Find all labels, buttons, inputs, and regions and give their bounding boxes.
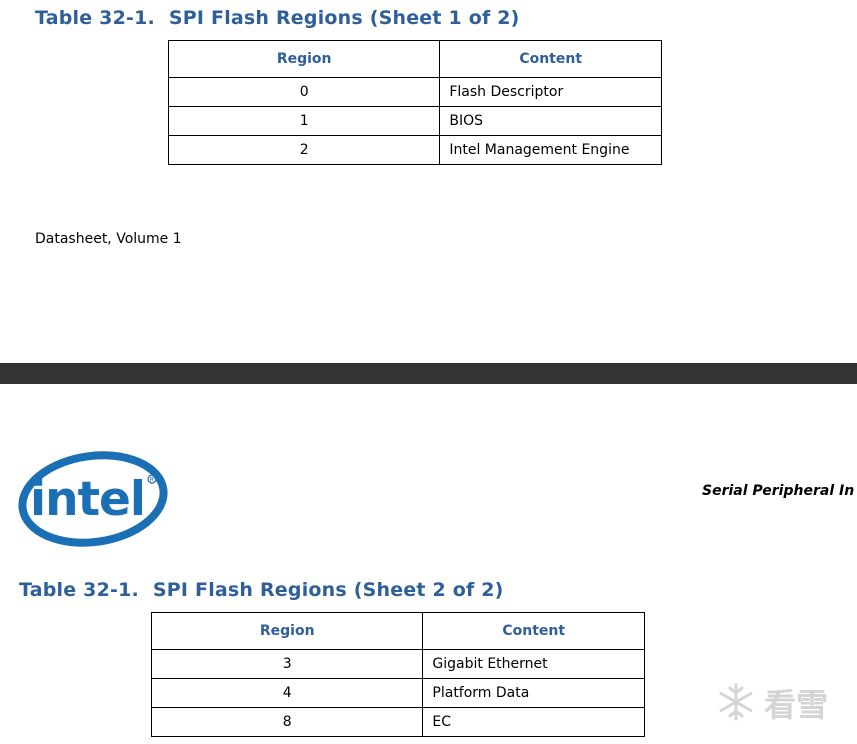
table-row: 0 Flash Descriptor <box>167 77 662 107</box>
table-caption: SPI Flash Regions (Sheet 2 of 2) <box>152 579 504 601</box>
region-cell: 1 <box>167 106 441 136</box>
table-row: 3 Gigabit Ethernet <box>150 649 645 679</box>
spi-flash-regions-table-sheet2: Region Content 3 Gigabit Ethernet 4 Plat… <box>150 612 645 737</box>
table-title-sheet1: Table 32-1. SPI Flash Regions (Sheet 1 of… <box>35 7 520 29</box>
content-cell: BIOS <box>439 106 662 136</box>
region-cell: 0 <box>167 77 441 107</box>
column-header-region: Region <box>150 612 424 650</box>
svg-text:intel: intel <box>30 472 145 527</box>
table-number: Table 32-1. <box>19 579 139 601</box>
snowflake-icon <box>719 683 753 721</box>
content-cell: Intel Management Engine <box>439 135 662 165</box>
content-cell: Platform Data <box>422 678 645 708</box>
region-cell: 4 <box>150 678 424 708</box>
table-header-row: Region Content <box>167 40 662 78</box>
table-header-row: Region Content <box>150 612 645 650</box>
column-header-content: Content <box>439 40 662 78</box>
watermark: 看雪 <box>716 678 846 724</box>
content-cell: EC <box>422 707 645 737</box>
page-divider <box>0 363 857 384</box>
column-header-content: Content <box>422 612 645 650</box>
watermark-text: 看雪 <box>764 686 829 724</box>
region-cell: 8 <box>150 707 424 737</box>
section-header-title: Serial Peripheral In <box>702 483 855 499</box>
table-row: 4 Platform Data <box>150 678 645 708</box>
intel-logo-graphic: intel R <box>18 451 168 547</box>
content-cell: Gigabit Ethernet <box>422 649 645 679</box>
intel-logo: intel R <box>14 448 174 552</box>
column-header-region: Region <box>167 40 441 78</box>
content-cell: Flash Descriptor <box>439 77 662 107</box>
table-row: 1 BIOS <box>167 106 662 136</box>
table-row: 8 EC <box>150 707 645 737</box>
table-title-sheet2: Table 32-1. SPI Flash Regions (Sheet 2 of… <box>19 579 504 601</box>
spi-flash-regions-table-sheet1: Region Content 0 Flash Descriptor 1 BIOS… <box>167 40 662 165</box>
table-caption: SPI Flash Regions (Sheet 1 of 2) <box>168 7 520 29</box>
region-cell: 2 <box>167 135 441 165</box>
table-row: 2 Intel Management Engine <box>167 135 662 165</box>
page-footer: Datasheet, Volume 1 <box>35 231 182 247</box>
region-cell: 3 <box>150 649 424 679</box>
svg-text:R: R <box>150 476 154 483</box>
table-number: Table 32-1. <box>35 7 155 29</box>
